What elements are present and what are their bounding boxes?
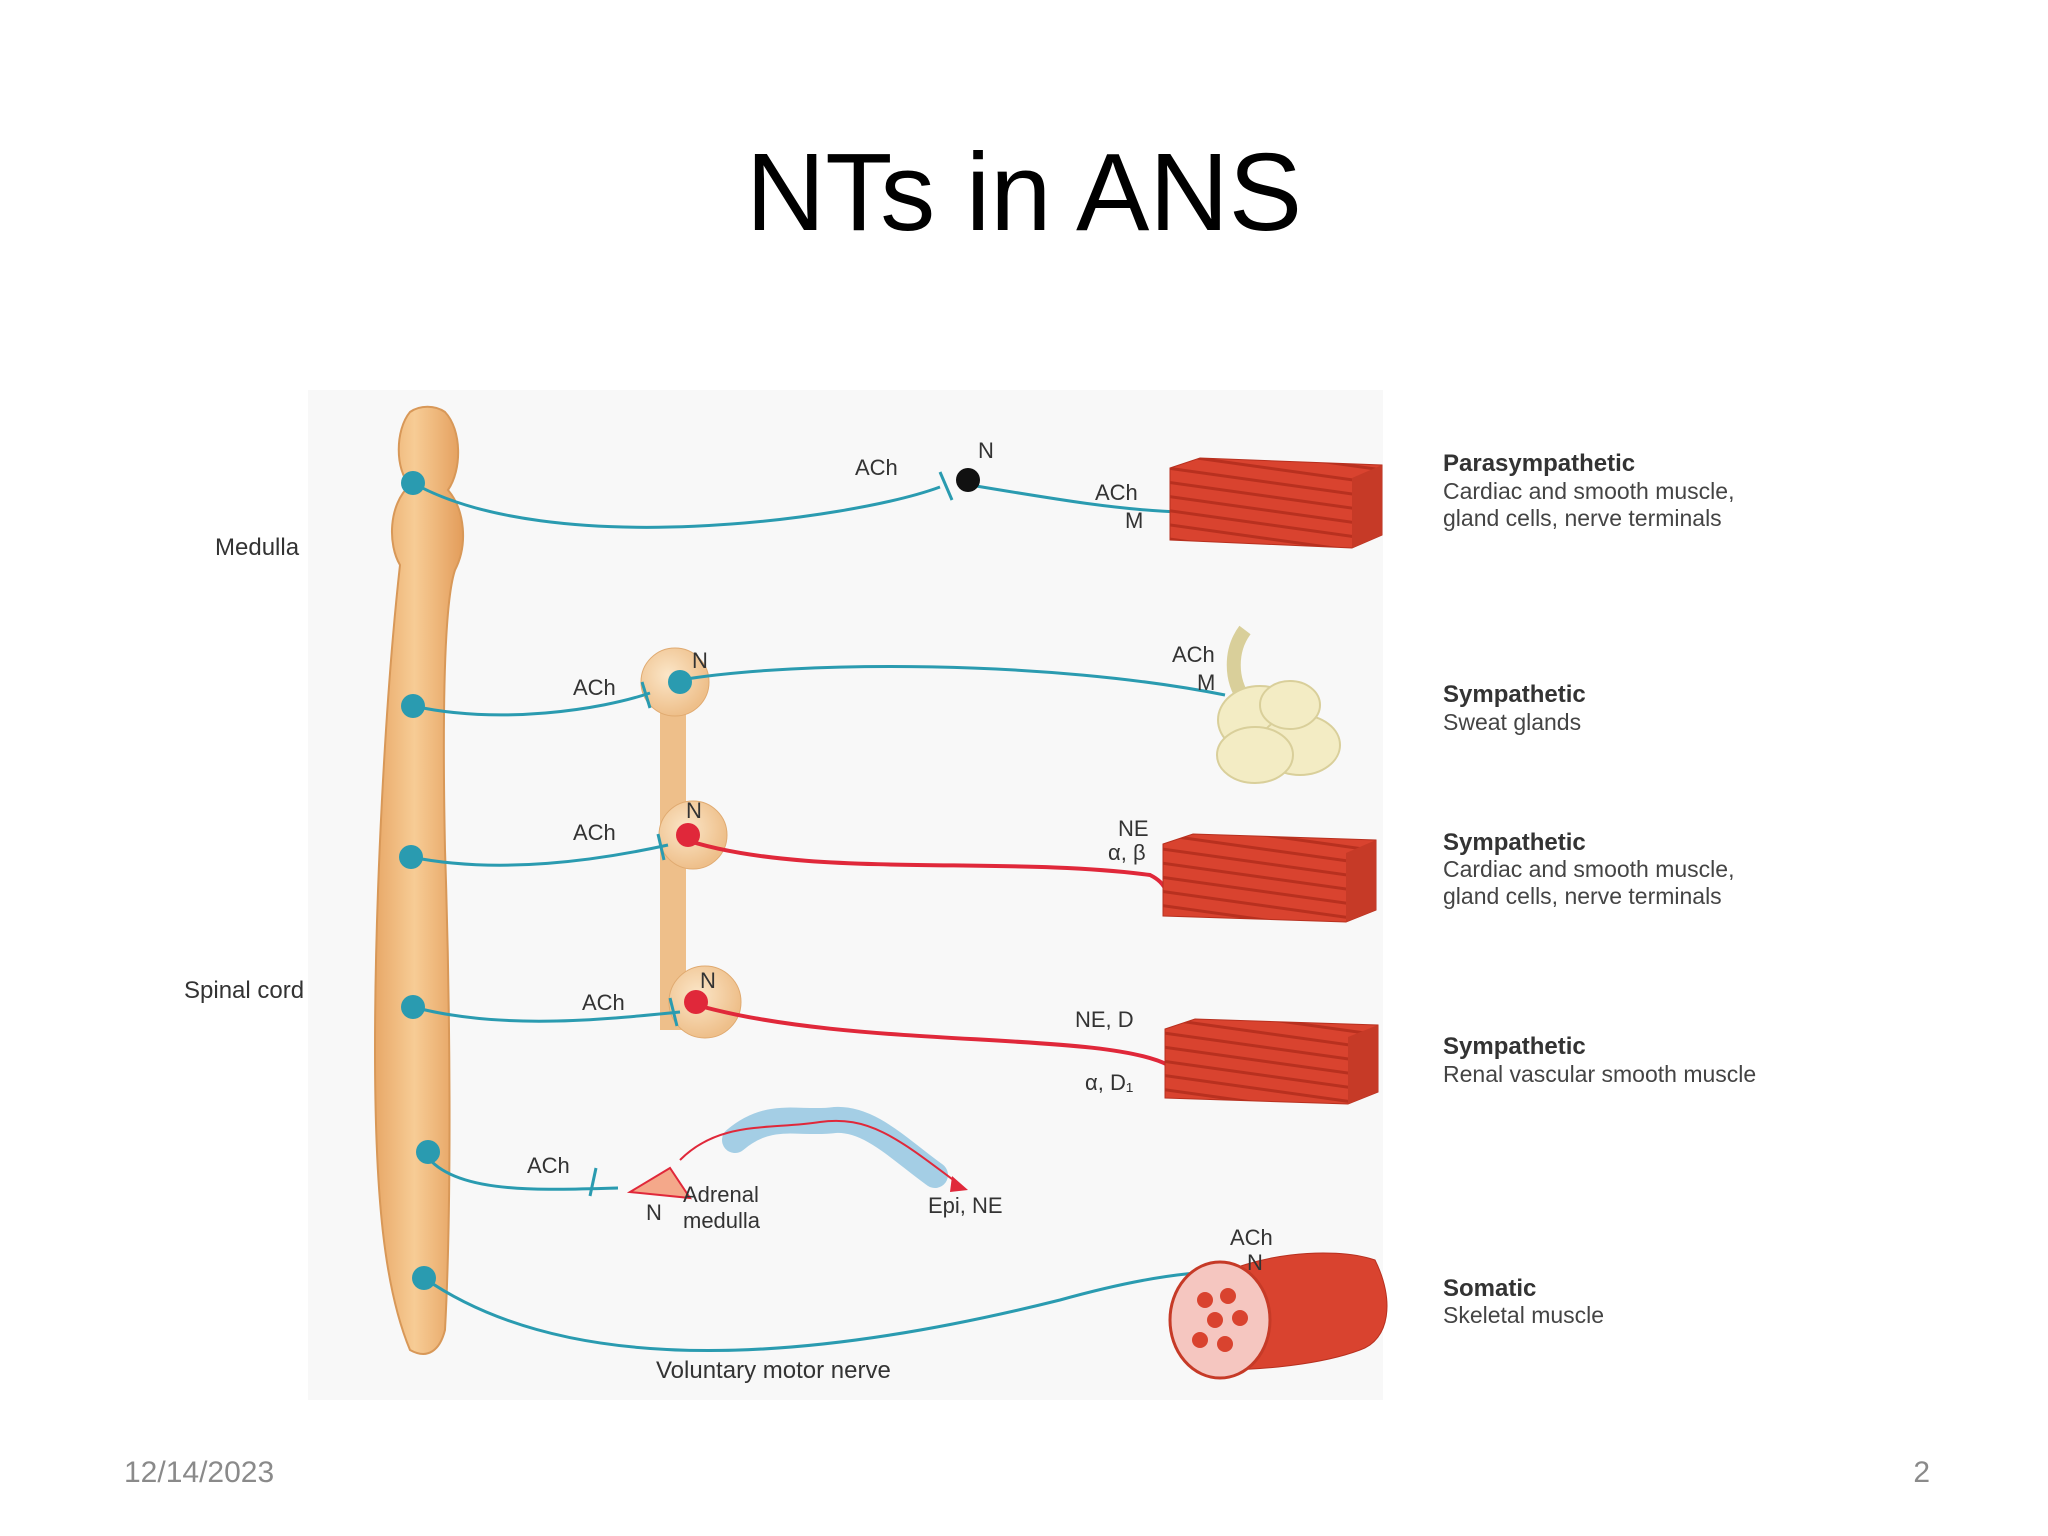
smooth-muscle-block-3 xyxy=(1164,1018,1379,1105)
desc-sympathetic-cardiac: Sympathetic Cardiac and smooth muscle, g… xyxy=(1443,829,1734,909)
adrenal-label-line2: medulla xyxy=(683,1208,761,1233)
p2-ganglion-receptor: N xyxy=(692,648,708,673)
spinal-cord-label: Spinal cord xyxy=(184,977,304,1004)
p2-target-transmitter: ACh xyxy=(1172,642,1215,667)
p1-ganglion-receptor: N xyxy=(978,438,994,463)
medulla-label: Medulla xyxy=(215,534,300,561)
ganglion-cell-cholinergic xyxy=(668,670,692,694)
spinal-nucleus-5 xyxy=(412,1266,436,1290)
sympathetic-preganglionic-fiber-3 xyxy=(412,1005,681,1023)
p2-ganglion-transmitter: ACh xyxy=(573,675,616,700)
desc-sympathetic-sweat: Sympathetic Sweat glands xyxy=(1443,681,1586,735)
parasympathetic-preganglionic-fiber xyxy=(412,481,941,529)
adrenal-preganglionic-fiber xyxy=(422,1151,619,1191)
parasympathetic-ganglion-cell xyxy=(956,468,980,492)
p1-ganglion-transmitter: ACh xyxy=(855,455,898,480)
spinal-nucleus-3 xyxy=(401,995,425,1019)
p4-target-receptor: α, D₁ xyxy=(1085,1070,1133,1095)
desc-sympathetic-renal: Sympathetic Renal vascular smooth muscle xyxy=(1443,1033,1756,1087)
slide-title: NTs in ANS xyxy=(745,131,1303,254)
p5-ganglion-receptor: N xyxy=(646,1200,662,1225)
desc-somatic: Somatic Skeletal muscle xyxy=(1443,1275,1604,1328)
p4-ganglion-receptor: N xyxy=(700,968,716,993)
skeletal-muscle xyxy=(1168,1252,1388,1380)
desc-heading: Sympathetic xyxy=(1443,829,1586,856)
voluntary-motor-nerve-label: Voluntary motor nerve xyxy=(656,1357,891,1384)
p1-target-transmitter: ACh xyxy=(1095,480,1138,505)
desc-heading: Parasympathetic xyxy=(1443,450,1635,477)
p3-target-receptor: α, β xyxy=(1108,840,1146,865)
spinal-nucleus-4 xyxy=(416,1140,440,1164)
medulla-nucleus xyxy=(401,471,425,495)
adrenal-label-line1: Adrenal xyxy=(683,1182,759,1207)
p3-target-transmitter: NE xyxy=(1118,816,1149,841)
spinal-nucleus-2 xyxy=(399,845,423,869)
desc-line: Cardiac and smooth muscle, xyxy=(1443,478,1734,504)
p5-ganglion-transmitter: ACh xyxy=(527,1153,570,1178)
desc-heading: Sympathetic xyxy=(1443,681,1586,708)
renal-postganglionic-fiber xyxy=(692,1002,1169,1067)
desc-heading: Sympathetic xyxy=(1443,1033,1586,1060)
p6-target-transmitter: ACh xyxy=(1230,1225,1273,1250)
adrenal-medulla xyxy=(626,1106,968,1200)
ganglion-cell-adrenergic-1 xyxy=(676,823,700,847)
spinal-nucleus-1 xyxy=(401,694,425,718)
spinal-cord xyxy=(373,405,465,1355)
p4-target-transmitter: NE, D xyxy=(1075,1007,1134,1032)
sympathetic-preganglionic-fiber-2 xyxy=(410,843,669,867)
p3-ganglion-transmitter: ACh xyxy=(573,820,616,845)
sweat-gland-postganglionic-fiber xyxy=(679,665,1226,697)
desc-line: Renal vascular smooth muscle xyxy=(1443,1061,1756,1087)
p6-target-receptor: N xyxy=(1247,1250,1263,1275)
slide-page-number: 2 xyxy=(1913,1456,1930,1489)
ganglion-cell-adrenergic-2 xyxy=(684,990,708,1014)
desc-heading: Somatic xyxy=(1443,1275,1536,1302)
desc-line: gland cells, nerve terminals xyxy=(1443,505,1722,531)
desc-line: Skeletal muscle xyxy=(1443,1302,1604,1328)
adrenal-release-label: Epi, NE xyxy=(928,1193,1003,1218)
p1-target-receptor: M xyxy=(1125,508,1143,533)
smooth-muscle-block-2 xyxy=(1162,833,1377,923)
desc-line: gland cells, nerve terminals xyxy=(1443,883,1722,909)
desc-line: Sweat glands xyxy=(1443,709,1581,735)
desc-line: Cardiac and smooth muscle, xyxy=(1443,856,1734,882)
slide-date: 12/14/2023 xyxy=(124,1456,275,1489)
cardiac-postganglionic-fiber xyxy=(679,836,1167,890)
sweat-gland xyxy=(1216,625,1341,784)
p4-ganglion-transmitter: ACh xyxy=(582,990,625,1015)
smooth-muscle-block-1 xyxy=(1169,457,1383,549)
p3-ganglion-receptor: N xyxy=(686,798,702,823)
sympathetic-preganglionic-fiber-1 xyxy=(412,691,651,717)
parasympathetic-postganglionic-fiber xyxy=(969,483,1181,514)
desc-parasympathetic: Parasympathetic Cardiac and smooth muscl… xyxy=(1443,450,1734,531)
p2-target-receptor: M xyxy=(1197,670,1215,695)
